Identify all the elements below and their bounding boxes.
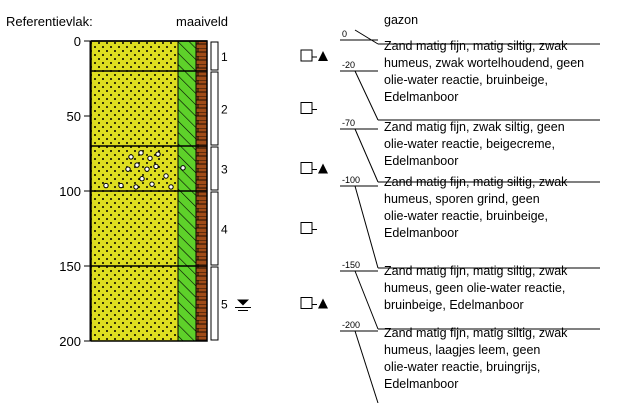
description-text-line: olie-water reactie, bruinbeige,: [384, 73, 548, 87]
description-text-line: olie-water reactie, bruinbeige,: [384, 209, 548, 223]
column-outline: [90, 40, 208, 342]
depth-axis: 0 50 100 150 200: [59, 34, 91, 349]
sand-layer-dots: [91, 266, 178, 341]
sample-number: 2: [221, 103, 228, 117]
description-text-line: gazon: [384, 13, 418, 27]
sample-triangle: [318, 163, 328, 174]
groundwater-symbol: [235, 299, 251, 311]
description-text-line: humeus, zwak wortelhoudend, geen: [384, 56, 584, 70]
sample-bar: [210, 146, 219, 191]
humus-hatch: [178, 146, 196, 191]
sample-markers: [300, 49, 328, 309]
axis-tick-label: 200: [59, 334, 81, 349]
humus-hatch: [178, 191, 196, 266]
gravel-pebble: [133, 184, 139, 190]
description-text-line: Zand matig fijn, matig siltig, zwak: [384, 326, 568, 340]
gravel-pebble: [118, 182, 124, 189]
groundwater-triangle: [237, 299, 249, 306]
description-text-line: humeus, geen olie-water reactie,: [384, 281, 565, 295]
description-text-line: Edelmanboor: [384, 226, 458, 240]
sample-box: [300, 102, 313, 114]
sample-number: 3: [221, 163, 228, 177]
sand-layer-dots: [91, 71, 178, 146]
axis-tick-label: 50: [67, 109, 81, 124]
sample-number: 4: [221, 223, 228, 237]
description-text-line: olie-water reactie, beigecreme,: [384, 137, 555, 151]
brown-strip-pattern: [196, 41, 207, 71]
gravel-pebble: [149, 181, 155, 187]
description-depth-label: -20: [342, 60, 355, 70]
soil-column: [90, 40, 208, 342]
brown-strip-pattern: [196, 146, 207, 191]
description-text-line: Edelmanboor: [384, 90, 458, 104]
sand-layer-dots: [91, 41, 178, 71]
brown-strip-pattern: [196, 191, 207, 266]
gravel-pebble: [147, 155, 153, 161]
description-leader: [354, 128, 379, 183]
surface-level-label: maaiveld: [176, 14, 228, 29]
sand-layer-dots: [91, 191, 178, 266]
humus-hatch: [178, 71, 196, 146]
description-text-line: humeus, laagjes leem, geen: [384, 343, 540, 357]
gravel-pebble: [144, 166, 150, 172]
gravel-pebble: [103, 182, 109, 189]
sample-bar: [210, 41, 219, 71]
gravel-pebble: [153, 163, 159, 170]
gravel-pebble: [163, 173, 169, 179]
sample-bar: [210, 71, 219, 146]
description-text-line: olie-water reactie, bruingrijs,: [384, 360, 540, 374]
description-depth-label: -150: [342, 260, 360, 270]
brown-strip-pattern: [196, 71, 207, 146]
description-text-line: Edelmanboor: [384, 377, 458, 391]
description-leader: [354, 29, 379, 45]
description-text-line: bruinbeige, Edelmanboor: [384, 298, 524, 312]
sample-box: [300, 222, 313, 234]
sample-number: 5: [221, 298, 228, 312]
description-depth-label: 0: [342, 29, 347, 39]
gravel-pebble: [138, 150, 144, 156]
humus-hatch: [178, 41, 196, 71]
reference-level-label: Referentievlak:: [6, 14, 93, 29]
brown-strip-pattern: [196, 266, 207, 341]
description-depth-label: -200: [342, 320, 360, 330]
description-leader: [354, 330, 379, 403]
description-text-line: Zand matig fijn, zwak siltig, geen: [384, 120, 565, 134]
gravel-pebble: [134, 162, 140, 168]
sample-box: [300, 49, 313, 62]
description-text-line: Edelmanboor: [384, 154, 458, 168]
axis-tick-label: 0: [74, 34, 81, 49]
gravel-pebble: [168, 184, 174, 190]
sample-triangle: [318, 51, 328, 61]
description-leader: [354, 70, 379, 121]
sample-box: [300, 162, 313, 174]
description-depth-label: -70: [342, 118, 355, 128]
description-text-line: Zand matig fijn, matig siltig, zwak: [384, 264, 568, 278]
axis-tick-label: 100: [59, 184, 81, 199]
sample-box: [300, 297, 313, 309]
gravel-pebble: [125, 166, 131, 172]
description-text-line: Zand matig fijn, matig siltig, zwak: [384, 39, 568, 53]
description-leader: [354, 270, 379, 330]
sample-triangle: [318, 298, 328, 309]
sample-bar: [210, 266, 219, 341]
gravel-pebble: [180, 165, 186, 171]
sample-number: 1: [221, 50, 228, 64]
sample-intervals: 1 2 3 4 5: [210, 41, 251, 341]
axis-tick-label: 150: [59, 259, 81, 274]
description-leader: [354, 185, 379, 269]
humus-hatch: [178, 266, 196, 341]
description-depth-label: -100: [342, 175, 360, 185]
gravel-pebble: [155, 151, 161, 157]
gravel-pebble: [128, 154, 134, 160]
sample-bar: [210, 191, 219, 266]
description-text-line: humeus, sporen grind, geen: [384, 192, 540, 206]
gravel-pebble: [139, 176, 145, 182]
